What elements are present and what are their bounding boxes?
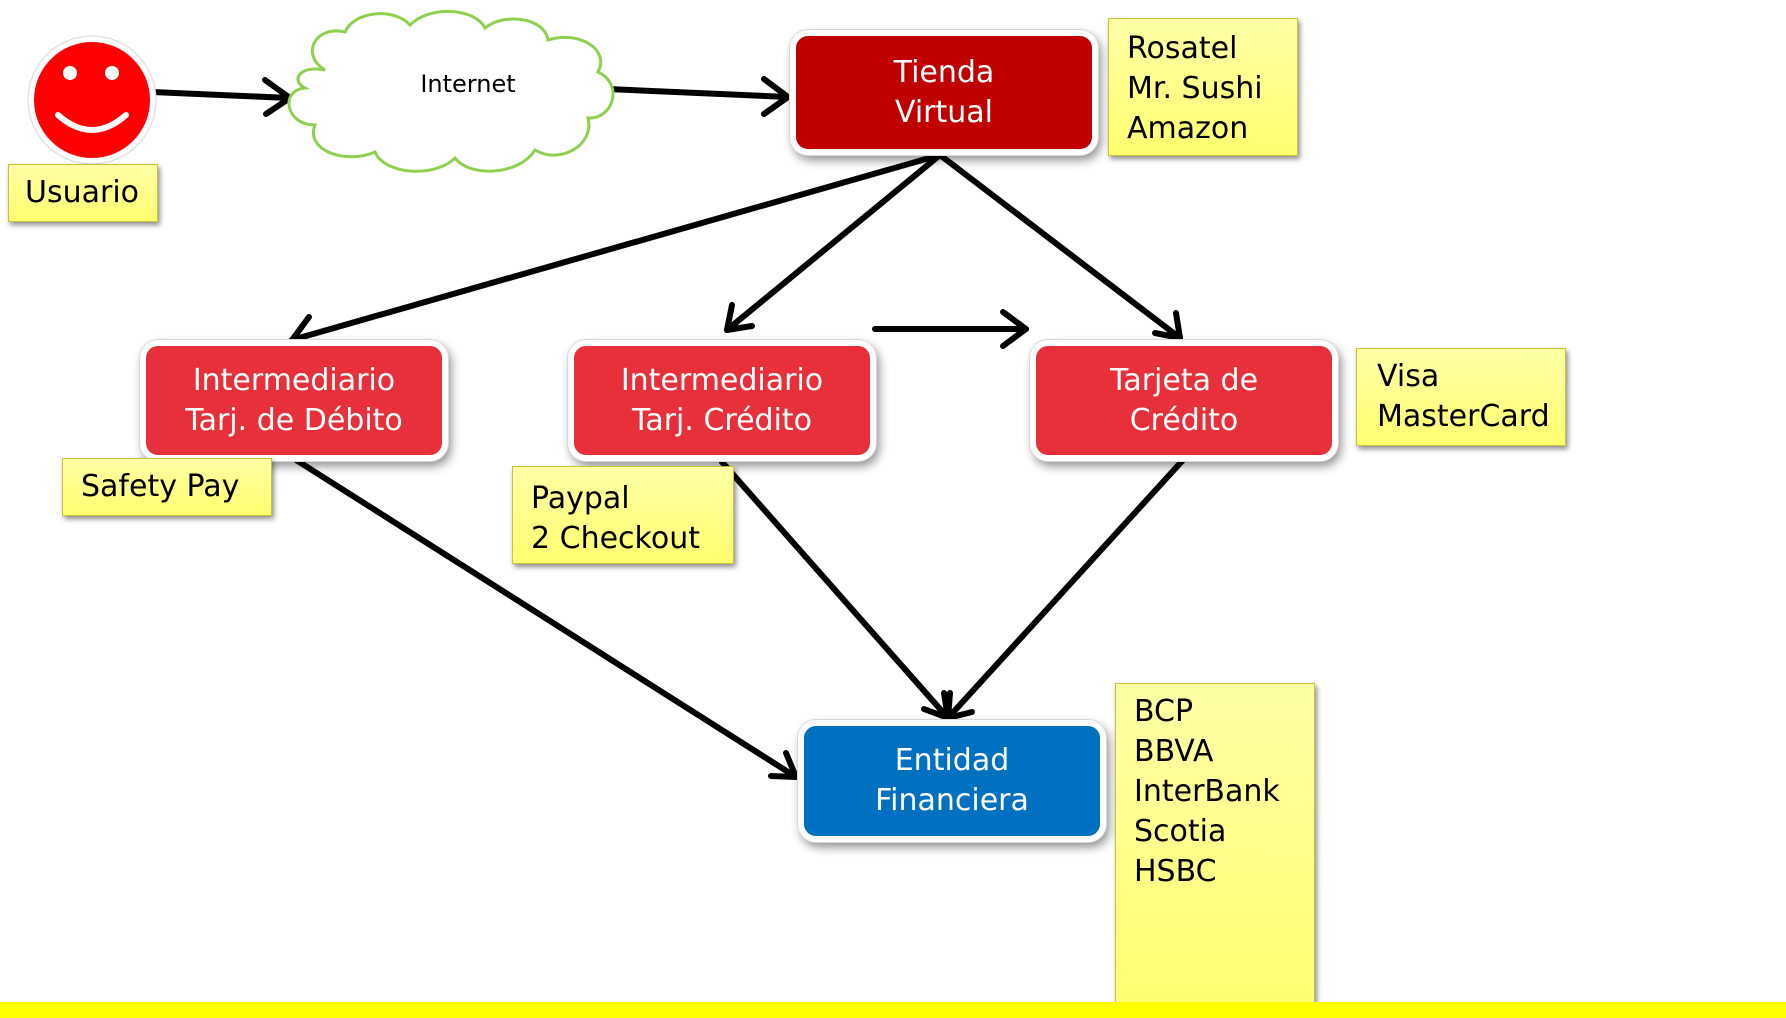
note-bancos-5: HSBC — [1134, 854, 1217, 889]
edge-credito-int-entidad — [719, 459, 951, 721]
note-visa-2: MasterCard — [1377, 399, 1550, 434]
note-paypal-2: 2 Checkout — [531, 521, 700, 556]
internet-cloud-icon — [287, 10, 615, 173]
note-tiendas: Rosatel Mr. Sushi Amazon — [1108, 18, 1298, 156]
note-paypal: Paypal 2 Checkout — [512, 466, 734, 564]
node-tarjeta-credito: Tarjeta de Crédito — [1030, 340, 1338, 461]
note-bancos-2: BBVA — [1134, 734, 1214, 769]
edge-tienda-debito — [289, 152, 943, 343]
note-paypal-1: Paypal — [531, 481, 630, 516]
note-tiendas-1: Rosatel — [1127, 31, 1238, 66]
node-tienda-line-1: Tienda — [893, 54, 995, 90]
edge-internet-tienda — [605, 86, 791, 100]
node-credito-int-line-2: Tarj. Crédito — [631, 402, 813, 438]
user-smiley-icon — [27, 35, 157, 165]
node-tienda-virtual: Tienda Virtual — [790, 30, 1098, 155]
node-intermediario-debito: Intermediario Tarj. de Débito — [140, 340, 448, 461]
edge-tarjeta-entidad — [945, 457, 1186, 721]
bottom-accent-bar — [0, 1002, 1786, 1018]
note-safety-pay: Safety Pay — [62, 458, 272, 516]
edge-tienda-tarjeta — [937, 152, 1183, 341]
node-entidad-line-1: Entidad — [894, 743, 1010, 778]
user-label: Usuario — [8, 164, 158, 222]
node-tienda-line-2: Virtual — [894, 94, 994, 130]
edge-usuario-internet — [149, 89, 293, 101]
node-tarjeta-line-1: Tarjeta de — [1109, 362, 1259, 398]
node-credito-int-line-1: Intermediario — [620, 362, 824, 398]
edge-tienda-credito-int — [724, 152, 943, 333]
note-visa-mastercard: Visa MasterCard — [1356, 348, 1566, 446]
edge-debito-entidad — [290, 455, 799, 780]
node-tarjeta-line-2: Crédito — [1129, 402, 1239, 438]
note-tiendas-2: Mr. Sushi — [1127, 71, 1263, 106]
internet-label: Internet — [420, 70, 516, 98]
note-bancos: BCP BBVA InterBank Scotia HSBC — [1115, 683, 1315, 1013]
note-visa-1: Visa — [1377, 359, 1440, 394]
note-bancos-4: Scotia — [1134, 814, 1227, 849]
note-bancos-1: BCP — [1134, 694, 1194, 729]
note-tiendas-3: Amazon — [1127, 111, 1249, 146]
node-entidad-line-2: Financiera — [875, 783, 1029, 818]
node-debito-line-2: Tarj. de Débito — [185, 402, 403, 438]
note-safety-1: Safety Pay — [81, 469, 240, 504]
node-intermediario-credito: Intermediario Tarj. Crédito — [568, 340, 876, 461]
note-bancos-3: InterBank — [1134, 774, 1280, 809]
node-entidad-financiera: Entidad Financiera — [798, 720, 1106, 842]
node-debito-line-1: Intermediario — [192, 362, 396, 398]
user-label-text: Usuario — [25, 175, 140, 210]
